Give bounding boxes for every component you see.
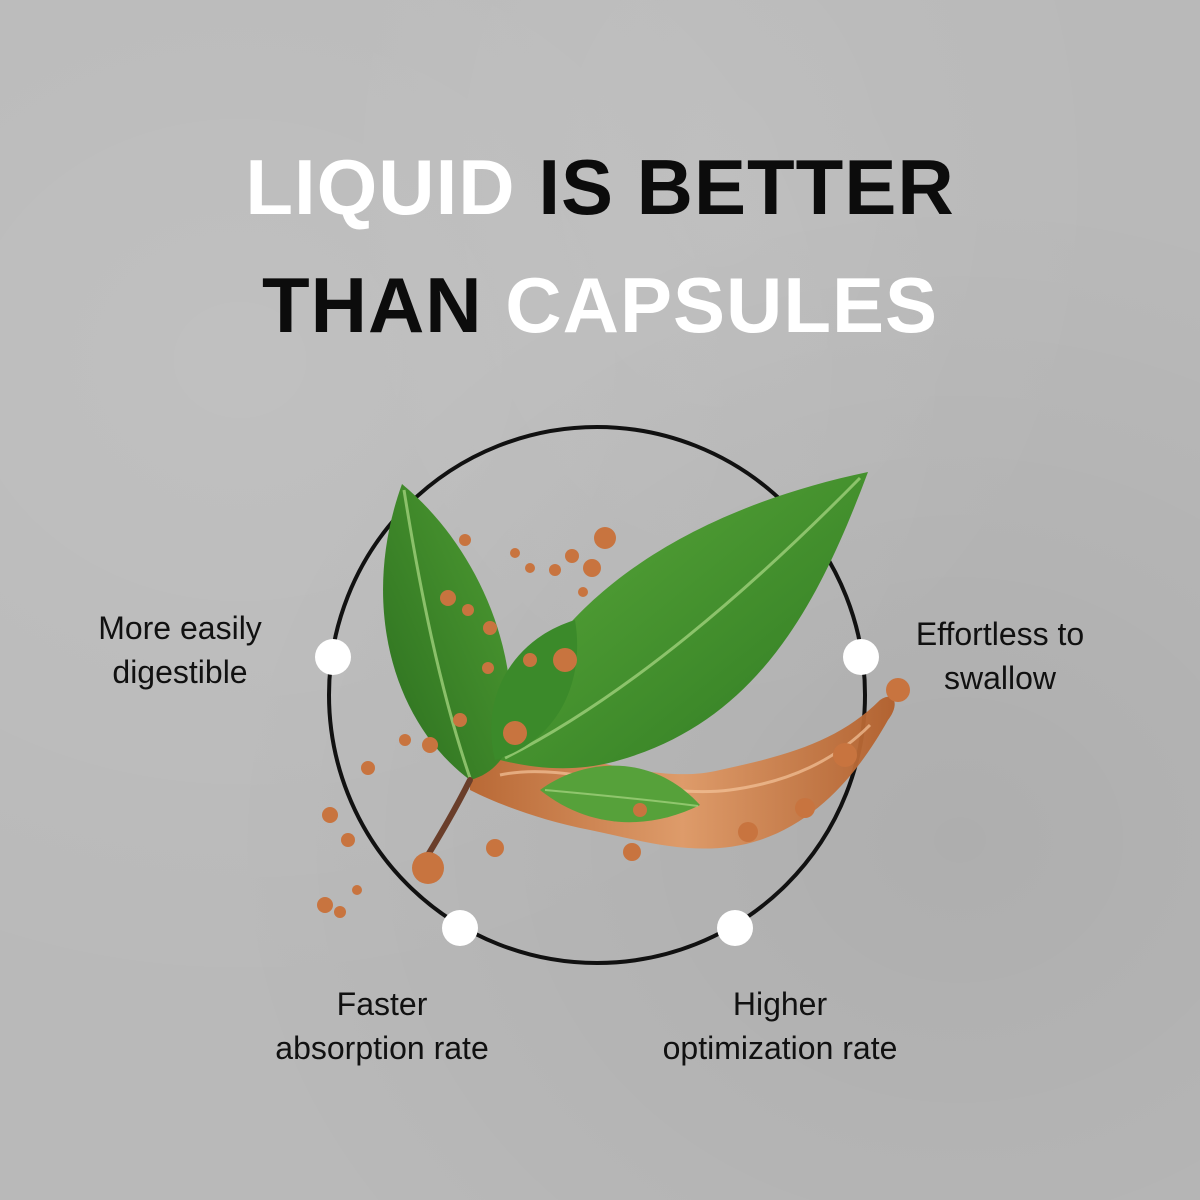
feature-swallow: Effortless to swallow xyxy=(840,612,1160,700)
feature-absorption-line-1: Faster xyxy=(336,986,428,1022)
headline-line-1: LIQUID IS BETTER xyxy=(0,128,1200,246)
feature-optimization-line-1: Higher xyxy=(732,986,828,1022)
headline-word-than: THAN xyxy=(261,261,483,349)
feature-absorption: Faster absorption rate xyxy=(222,982,542,1070)
node-dot-bottom-left xyxy=(442,910,478,946)
node-dot-top-right xyxy=(843,639,879,675)
feature-digestible: More easily digestible xyxy=(20,606,340,694)
ring-outline xyxy=(327,425,867,965)
headline-word-capsules: CAPSULES xyxy=(505,261,939,349)
feature-absorption-line-2: absorption rate xyxy=(275,1030,489,1066)
feature-digestible-line-2: digestible xyxy=(112,654,248,690)
feature-swallow-line-2: swallow xyxy=(943,660,1057,696)
headline-word-is-better: IS BETTER xyxy=(538,143,955,231)
leaf-large xyxy=(500,472,868,769)
feature-digestible-line-1: More easily xyxy=(98,610,262,646)
leaf-stem xyxy=(422,777,473,863)
headline-line-2: THAN CAPSULES xyxy=(0,246,1200,364)
headline: LIQUID IS BETTER THAN CAPSULES xyxy=(0,128,1200,364)
node-dot-top-left xyxy=(315,639,351,675)
node-dot-bottom-right xyxy=(717,910,753,946)
feature-optimization-line-2: optimization rate xyxy=(662,1030,898,1066)
feature-swallow-line-1: Effortless to xyxy=(915,616,1085,652)
liquid-splash-highlight xyxy=(499,723,872,794)
feature-optimization: Higher optimization rate xyxy=(620,982,940,1070)
liquid-droplets xyxy=(317,527,910,918)
leaf-lower xyxy=(540,765,700,823)
headline-word-liquid: LIQUID xyxy=(245,143,516,231)
